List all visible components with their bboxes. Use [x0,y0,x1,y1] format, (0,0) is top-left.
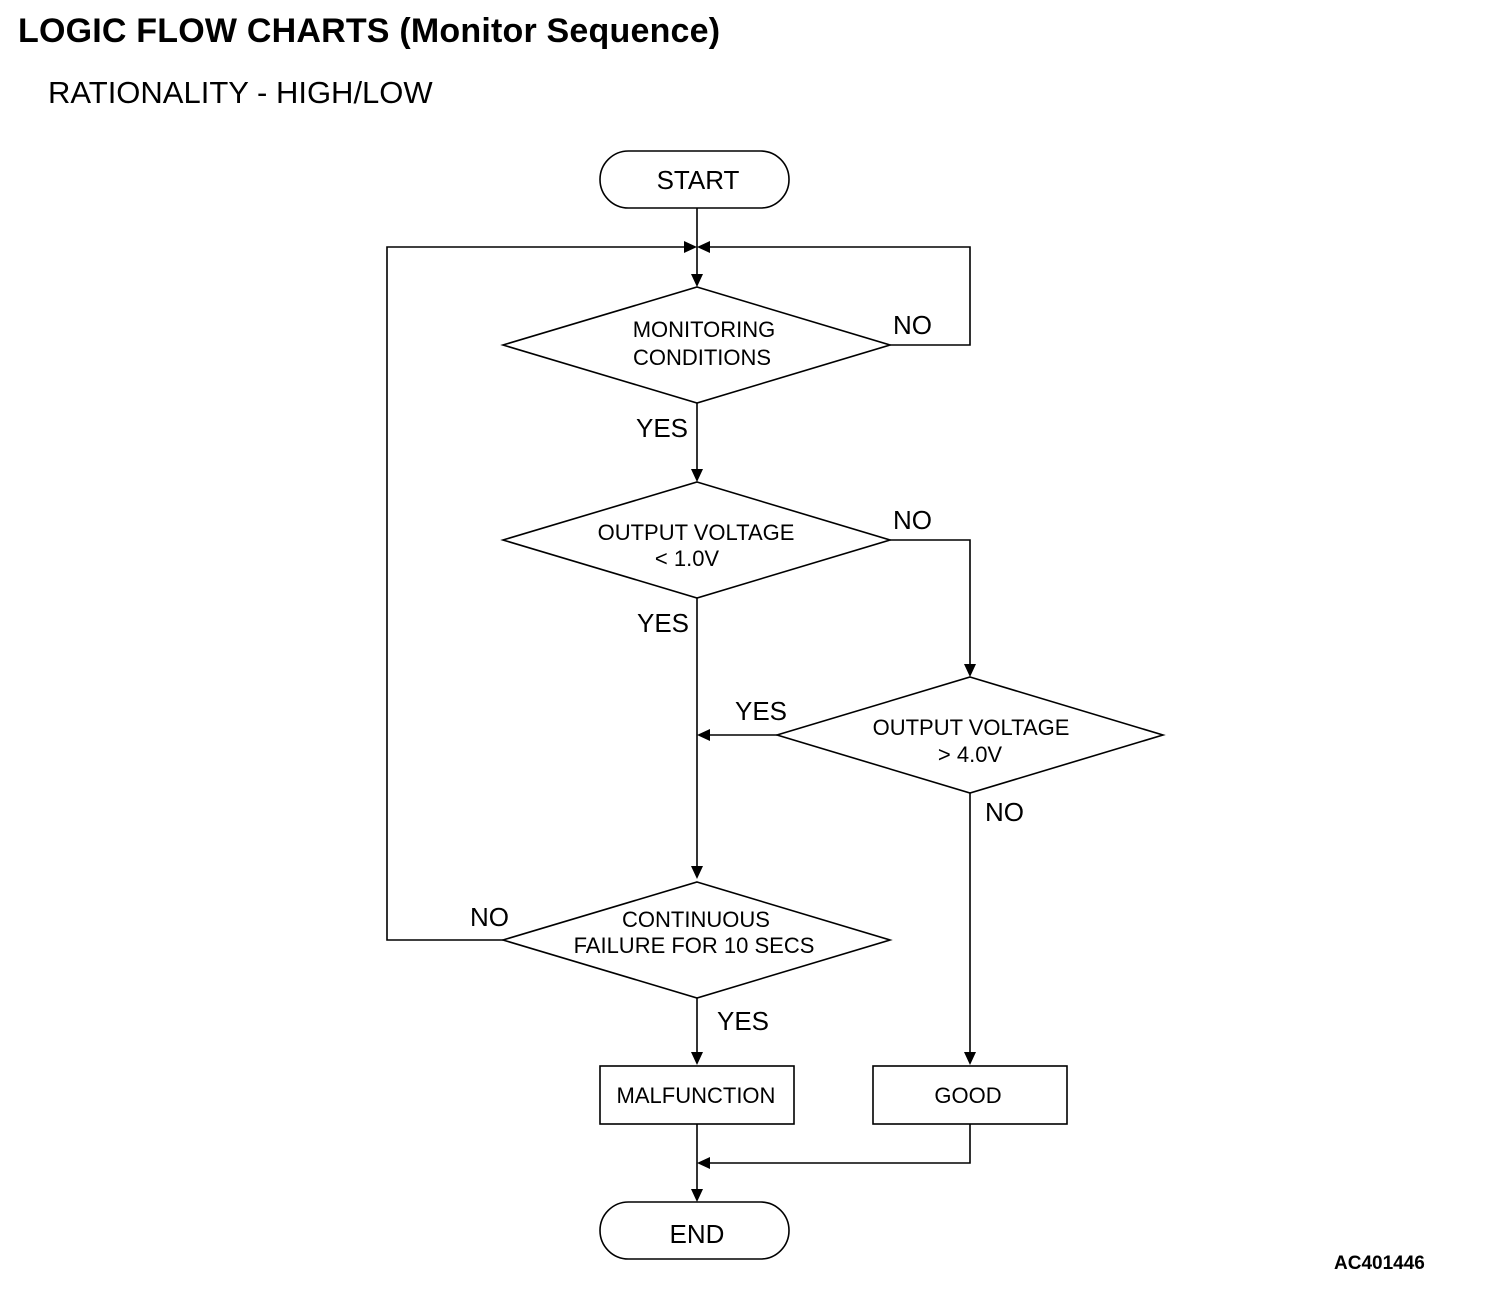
end-label: END [670,1219,725,1249]
connector-monitoring-no-loop [705,246,971,346]
voltage-high-no-label: NO [985,797,1024,827]
connector-good-to-end [705,1124,971,1164]
arrowhead-loop-left [684,241,697,253]
output-voltage-high-decision [774,676,1166,794]
connector-voltage-low-no [890,539,971,674]
start-label: START [657,165,740,195]
good-box [872,1065,1068,1125]
continuous-failure-line2: FAILURE FOR 10 SECS [574,933,815,958]
connector-continuous-no-loop [386,246,689,941]
output-voltage-low-line2: < 1.0V [655,546,720,571]
end-terminal [599,1201,790,1260]
continuous-no-label: NO [470,902,509,932]
arrowhead-into-malfunction [691,1052,703,1065]
page-subtitle: RATIONALITY - HIGH/LOW [48,75,433,110]
arrowhead-loop-right [697,241,710,253]
monitoring-no-label: NO [893,310,932,340]
reference-code: AC401446 [1334,1253,1425,1274]
output-voltage-high-line1: OUTPUT VOLTAGE [873,715,1070,740]
arrowhead-into-voltage-high [964,664,976,677]
arrowhead-merge-left [697,729,710,741]
arrowhead-into-continuous [691,866,703,879]
monitoring-yes-label: YES [636,413,688,443]
output-voltage-low-decision [500,481,893,599]
arrowhead-into-monitoring [691,274,703,287]
arrowhead-into-good [964,1052,976,1065]
monitoring-conditions-line1: MONITORING [633,317,776,342]
continuous-failure-line1: CONTINUOUS [622,907,770,932]
output-voltage-low-line1: OUTPUT VOLTAGE [598,520,795,545]
arrowhead-into-end [691,1189,703,1202]
page-title: LOGIC FLOW CHARTS (Monitor Sequence) [18,12,721,50]
voltage-low-no-label: NO [893,505,932,535]
continuous-yes-label: YES [717,1006,769,1036]
malfunction-label: MALFUNCTION [617,1083,776,1108]
arrowhead-good-merge [697,1157,710,1169]
voltage-low-yes-label: YES [637,608,689,638]
continuous-failure-decision [500,881,893,999]
output-voltage-high-line2: > 4.0V [938,742,1003,767]
malfunction-box [599,1065,795,1125]
arrowhead-into-voltage-low [691,469,703,482]
start-terminal [599,150,790,209]
voltage-high-yes-label: YES [735,696,787,726]
monitoring-conditions-line2: CONDITIONS [633,345,771,370]
monitoring-conditions-decision [500,286,893,404]
good-label: GOOD [934,1083,1001,1108]
